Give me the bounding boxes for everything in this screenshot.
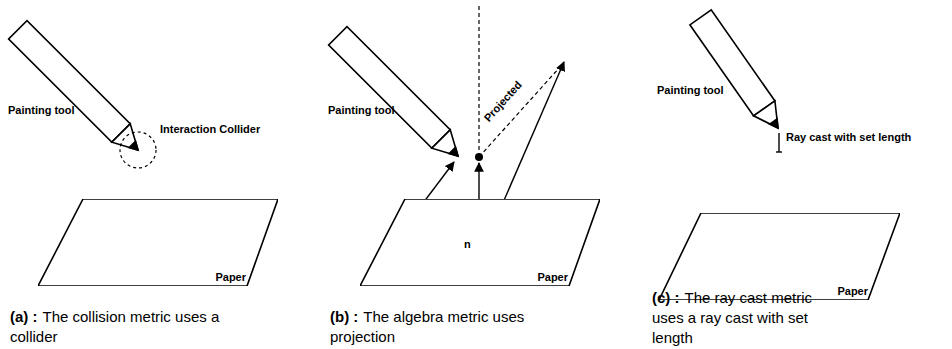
collider-label: Interaction Collider <box>160 123 260 136</box>
figure-caption: (b) :The algebra metric uses projection <box>330 307 555 347</box>
paper-label: Paper <box>215 271 246 283</box>
paper-sheet: Paper <box>38 199 278 286</box>
figure-caption: (c) :The ray cast metric uses a ray cast… <box>652 288 847 348</box>
paper-label: Paper <box>537 271 568 283</box>
tool-label: Painting tool <box>8 104 75 117</box>
ray-end-tick <box>776 151 782 152</box>
pencil <box>9 21 148 160</box>
caption-tag: (a) : <box>10 308 38 325</box>
paper-shape <box>659 213 900 300</box>
paper-shape <box>38 199 278 286</box>
paper-sheet: Paper <box>360 199 600 286</box>
tool-label: Painting tool <box>328 104 395 117</box>
projected-label: Projected <box>481 78 524 124</box>
pencil-cone <box>432 130 467 165</box>
caption-tag: (c) : <box>652 289 680 306</box>
pencil-body <box>690 10 775 116</box>
paper-sheet: Paper <box>659 213 900 300</box>
projected-point <box>475 153 483 161</box>
projected-line <box>479 67 560 157</box>
ray-label: Ray cast with set length <box>786 131 911 144</box>
collider-circle <box>120 132 156 168</box>
pencil-lead <box>449 147 461 159</box>
pencil-body <box>9 21 131 143</box>
paper-label: Paper <box>837 285 868 297</box>
pencil-lead <box>129 141 141 153</box>
caption-text: The algebra metric uses projection <box>330 308 524 345</box>
pencil <box>690 10 789 135</box>
pencil-body <box>329 27 451 149</box>
paper-shape <box>360 199 600 286</box>
normal-line <box>478 6 479 157</box>
ray-line <box>778 133 779 152</box>
pencil-cone <box>112 124 147 159</box>
pencil-cone <box>754 101 789 136</box>
pencil <box>329 27 468 166</box>
caption-tag: (b) : <box>330 308 358 325</box>
vector-label: n <box>464 238 471 251</box>
figure-caption: (a) :The collision metric uses a collide… <box>10 307 225 347</box>
pencil-lead <box>770 119 782 131</box>
caption-text: The collision metric uses a collider <box>10 308 219 345</box>
tool-label: Painting tool <box>657 84 724 97</box>
